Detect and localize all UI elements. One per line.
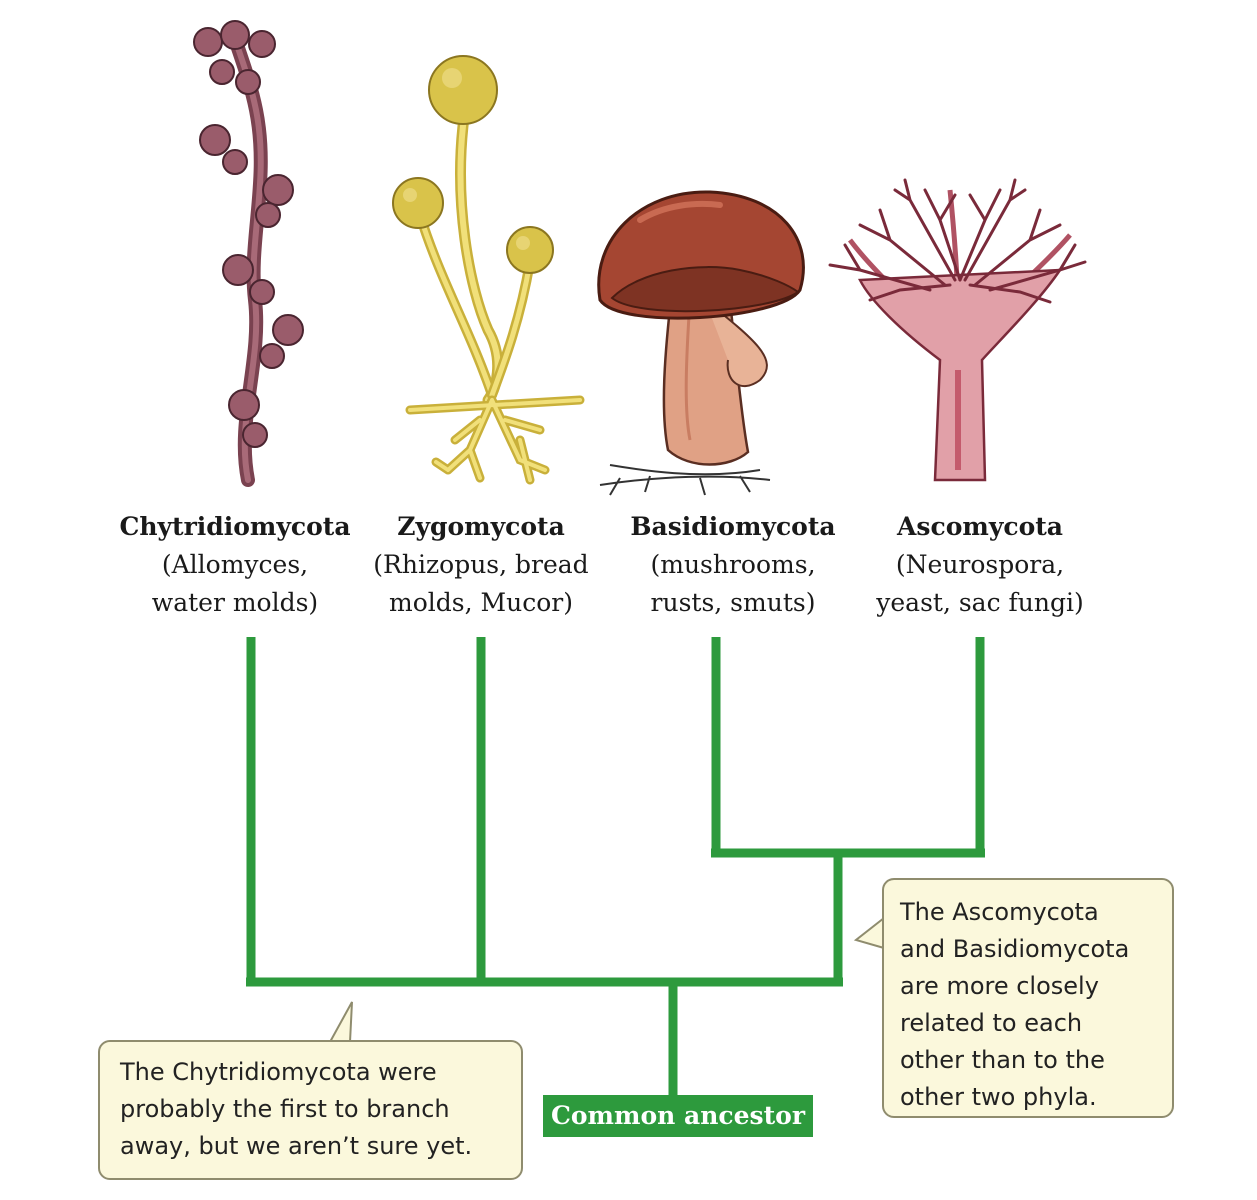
- phylogenetic-tree: [246, 637, 985, 1095]
- phylum-name: Basidiomycota: [630, 512, 836, 541]
- phylum-examples: (Allomyces, water molds): [151, 550, 319, 617]
- callout-right-pointer: [853, 917, 885, 949]
- phylum-name: Zygomycota: [397, 512, 565, 541]
- callout-asco-basidio-note: The Ascomycota and Basidiomycota are mor…: [882, 878, 1174, 1118]
- chytrid-illustration: [193, 20, 304, 487]
- phylum-examples: (Rhizopus, bread molds, Mucor): [373, 550, 589, 617]
- callout-left-pointer: [329, 1001, 353, 1043]
- zygomycete-illustration: [392, 55, 585, 485]
- phylum-examples: (Neurospora, yeast, sac fungi): [876, 550, 1084, 617]
- ascomycete-illustration: [828, 178, 1087, 482]
- callout-chytridiomycota-note: The Chytridiomycota were probably the fi…: [98, 1040, 523, 1180]
- taxon-chytridiomycota: Chytridiomycota (Allomyces, water molds): [110, 508, 360, 622]
- taxon-basidiomycota: Basidiomycota (mushrooms, rusts, smuts): [608, 508, 858, 622]
- phylum-examples: (mushrooms, rusts, smuts): [650, 550, 816, 617]
- common-ancestor-label: Common ancestor: [543, 1095, 813, 1137]
- phylum-name: Ascomycota: [897, 512, 1063, 541]
- node-asco-basidio: [711, 848, 985, 982]
- phylum-name: Chytridiomycota: [119, 512, 351, 541]
- taxon-zygomycota: Zygomycota (Rhizopus, bread molds, Mucor…: [356, 508, 606, 622]
- taxon-ascomycota: Ascomycota (Neurospora, yeast, sac fungi…: [855, 508, 1105, 622]
- mushroom-illustration: [597, 190, 805, 496]
